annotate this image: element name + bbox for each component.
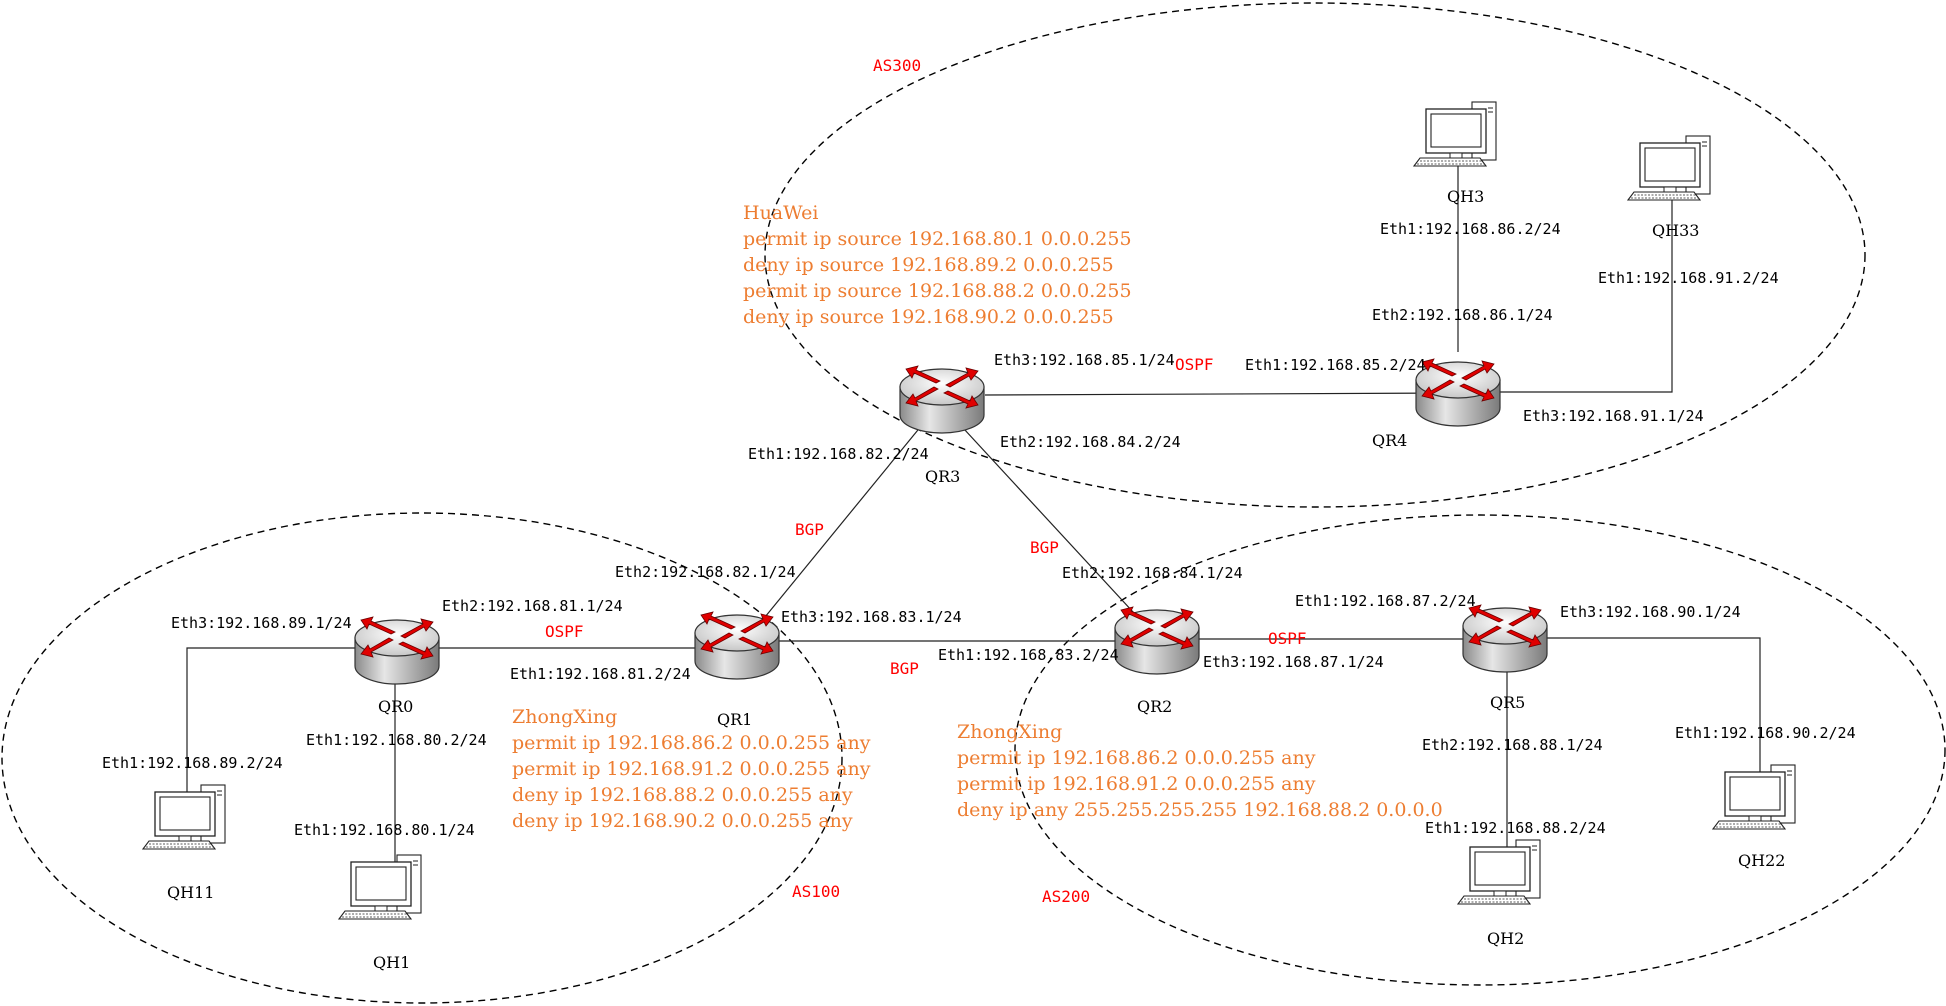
interface-label: Eth3:192.168.89.1/24 — [171, 614, 352, 632]
protocol-label-bgp: BGP — [1030, 538, 1059, 557]
computer-icon[interactable] — [338, 854, 422, 920]
link-qr3-qr2 — [939, 402, 1158, 639]
interface-label: Eth3:192.168.83.1/24 — [781, 608, 962, 626]
acl-line: HuaWei — [743, 202, 818, 224]
acl-line: deny ip source 192.168.89.2 0.0.0.255 — [743, 254, 1114, 276]
router-name-qr1: QR1 — [717, 710, 752, 729]
router-name-qr5: QR5 — [1490, 693, 1525, 712]
interface-label: Eth2:192.168.88.1/24 — [1422, 736, 1603, 754]
protocol-label-bgp: BGP — [890, 659, 919, 678]
interface-label: Eth2:192.168.86.1/24 — [1372, 306, 1553, 324]
as300-boundary — [764, 2, 1866, 508]
as300-label: AS300 — [873, 56, 921, 75]
router-icon[interactable] — [354, 616, 440, 685]
acl-zhongxing-as200: ZhongXing permit ip 192.168.86.2 0.0.0.2… — [957, 721, 1443, 821]
links — [186, 132, 1761, 880]
host-name-qh3: QH3 — [1447, 187, 1484, 206]
interface-label: Eth1:192.168.89.2/24 — [102, 754, 283, 772]
protocol-labels: OSPF OSPF OSPF BGP BGP BGP — [545, 355, 1307, 678]
interface-label: Eth3:192.168.85.1/24 — [994, 351, 1175, 369]
link-qr0-qh11 — [186, 647, 397, 808]
protocol-label-bgp: BGP — [795, 520, 824, 539]
protocol-label-ospf: OSPF — [545, 622, 584, 641]
interface-label: Eth3:192.168.87.1/24 — [1203, 653, 1384, 671]
node-names: QR3 QR4 QR0 QR1 QR2 QR5 QH3 QH33 QH11 QH… — [167, 187, 1785, 972]
as200-label: AS200 — [1042, 887, 1090, 906]
interface-label: Eth1:192.168.88.2/24 — [1425, 819, 1606, 837]
router-icon[interactable] — [694, 611, 780, 680]
link-qr4-qh33 — [1497, 148, 1673, 393]
host-name-qh33: QH33 — [1652, 221, 1699, 240]
acl-line: permit ip 192.168.91.2 0.0.0.255 any — [512, 758, 871, 780]
interface-label: Eth3:192.168.90.1/24 — [1560, 603, 1741, 621]
acl-line: ZhongXing — [957, 721, 1062, 743]
acl-line: permit ip source 192.168.88.2 0.0.0.255 — [743, 280, 1132, 302]
interface-label: Eth3:192.168.91.1/24 — [1523, 407, 1704, 425]
interface-label: Eth1:192.168.80.2/24 — [306, 731, 487, 749]
computer-icon[interactable] — [142, 784, 226, 850]
acl-line: deny ip any 255.255.255.255 192.168.88.2… — [957, 799, 1443, 821]
acl-line: permit ip 192.168.86.2 0.0.0.255 any — [957, 747, 1316, 769]
router-name-qr0: QR0 — [378, 697, 413, 716]
acl-zhongxing-as100: ZhongXing permit ip 192.168.86.2 0.0.0.2… — [512, 706, 871, 832]
acl-line: ZhongXing — [512, 706, 617, 728]
interface-label: Eth1:192.168.90.2/24 — [1675, 724, 1856, 742]
as-labels: AS300 AS100 AS200 — [792, 56, 1090, 906]
interface-label: Eth1:192.168.91.2/24 — [1598, 269, 1779, 287]
acl-huawei: HuaWei permit ip source 192.168.80.1 0.0… — [743, 202, 1132, 328]
router-icon[interactable] — [1415, 358, 1501, 427]
interface-label: Eth2:192.168.81.1/24 — [442, 597, 623, 615]
acl-line: permit ip source 192.168.80.1 0.0.0.255 — [743, 228, 1132, 250]
link-qr5-qh22 — [1505, 637, 1761, 810]
interface-label: Eth1:192.168.82.2/24 — [748, 445, 929, 463]
as200-boundary — [1014, 514, 1946, 986]
computer-icon[interactable] — [1413, 101, 1497, 167]
protocol-label-ospf: OSPF — [1175, 355, 1214, 374]
acl-line: permit ip 192.168.86.2 0.0.0.255 any — [512, 732, 871, 754]
host-name-qh2: QH2 — [1487, 929, 1524, 948]
link-qr3-qr1 — [737, 402, 941, 651]
acl-line: permit ip 192.168.91.2 0.0.0.255 any — [957, 773, 1316, 795]
link-qr3-qr4 — [984, 392, 1459, 396]
interface-label: Eth1:192.168.85.2/24 — [1245, 356, 1426, 374]
interface-label: Eth2:192.168.84.1/24 — [1062, 564, 1243, 582]
interface-label: Eth1:192.168.87.2/24 — [1295, 592, 1476, 610]
interface-label: Eth2:192.168.82.1/24 — [615, 563, 796, 581]
acl-line: deny ip 192.168.88.2 0.0.0.255 any — [512, 784, 853, 806]
host-name-qh22: QH22 — [1738, 851, 1785, 870]
router-name-qr2: QR2 — [1137, 697, 1172, 716]
interface-label: Eth1:192.168.86.2/24 — [1380, 220, 1561, 238]
interface-label: Eth2:192.168.84.2/24 — [1000, 433, 1181, 451]
host-name-qh1: QH1 — [373, 953, 410, 972]
protocol-label-ospf: OSPF — [1268, 629, 1307, 648]
interface-label: Eth1:192.168.80.1/24 — [294, 821, 475, 839]
acl-line: deny ip 192.168.90.2 0.0.0.255 any — [512, 810, 853, 832]
as100-boundary — [1, 512, 843, 1004]
computer-icon[interactable] — [1457, 839, 1541, 905]
computer-icon[interactable] — [1627, 135, 1711, 201]
router-icon[interactable] — [1114, 606, 1200, 675]
router-name-qr4: QR4 — [1372, 431, 1407, 450]
computer-icon[interactable] — [1712, 764, 1796, 830]
as100-label: AS100 — [792, 882, 840, 901]
acl-line: deny ip source 192.168.90.2 0.0.0.255 — [743, 306, 1114, 328]
host-name-qh11: QH11 — [167, 883, 214, 902]
interface-labels: Eth1:192.168.86.2/24 Eth1:192.168.91.2/2… — [102, 220, 1856, 839]
router-icon[interactable] — [899, 365, 985, 434]
router-name-qr3: QR3 — [925, 467, 960, 486]
interface-label: Eth1:192.168.81.2/24 — [510, 665, 691, 683]
interface-label: Eth1:192.168.83.2/24 — [938, 646, 1119, 664]
router-icon[interactable] — [1462, 604, 1548, 673]
